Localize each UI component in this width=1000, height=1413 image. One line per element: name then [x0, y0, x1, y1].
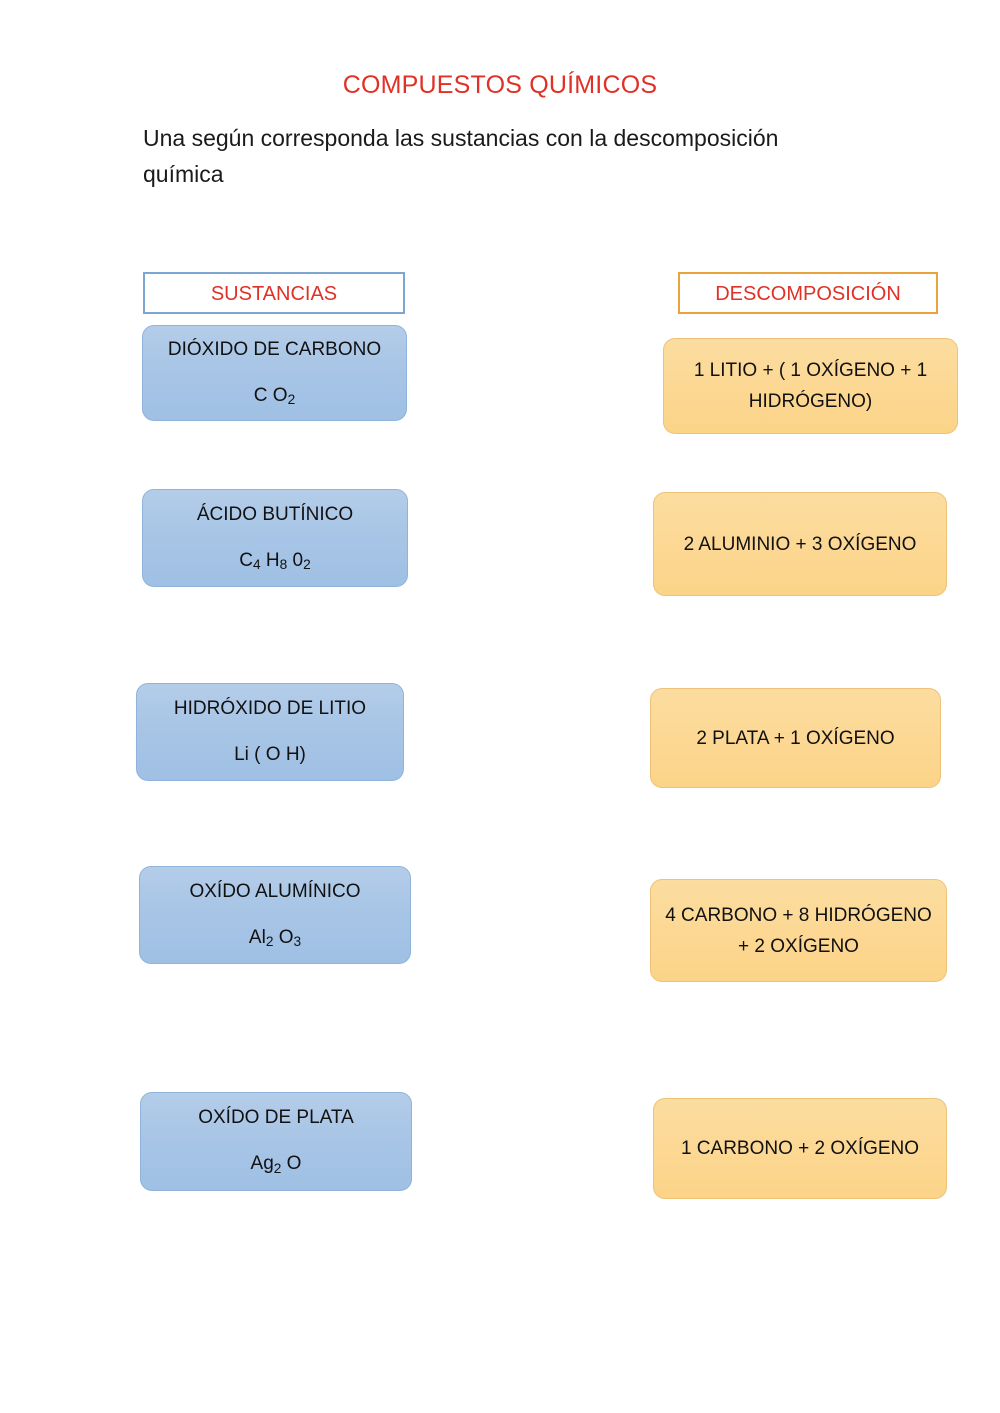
substance-name: DIÓXIDO DE CARBONO [167, 338, 382, 360]
substance-formula: Ag2 O [250, 1153, 302, 1176]
decomposition-text: 1 LITIO + ( 1 OXÍGENO + 1 HIDRÓGENO) [693, 360, 928, 412]
substance-card[interactable]: ÁCIDO BUTÍNICO C4 H8 02 [142, 489, 408, 587]
substance-name: HIDRÓXIDO DE LITIO [173, 698, 367, 719]
decomposition-text: 1 CARBONO + 2 OXÍGENO [680, 1138, 920, 1159]
substance-name: OXÍDO DE PLATA [198, 1107, 354, 1128]
decomposition-card[interactable]: 2 ALUMINIO + 3 OXÍGENO [653, 492, 947, 596]
decomposition-card[interactable]: 1 CARBONO + 2 OXÍGENO [653, 1098, 947, 1199]
substance-formula: C4 H8 02 [239, 549, 311, 573]
instruction-text: Una según corresponda las sustancias con… [143, 125, 779, 187]
column-header-substances: SUSTANCIAS [143, 272, 405, 314]
substance-name: ÁCIDO BUTÍNICO [196, 503, 354, 525]
decomposition-text: 4 CARBONO + 8 HIDRÓGENO + 2 OXÍGENO [665, 904, 932, 957]
substance-card[interactable]: OXÍDO ALUMÍNICO Al2 O3 [139, 866, 411, 964]
substance-card[interactable]: OXÍDO DE PLATA Ag2 O [140, 1092, 412, 1191]
decomposition-card[interactable]: 1 LITIO + ( 1 OXÍGENO + 1 HIDRÓGENO) [663, 338, 958, 434]
decomposition-text: 2 PLATA + 1 OXÍGENO [696, 727, 895, 749]
substance-formula: Al2 O3 [248, 926, 302, 950]
substance-formula: Li ( O H) [234, 744, 306, 765]
decomposition-card[interactable]: 2 PLATA + 1 OXÍGENO [650, 688, 941, 788]
page-title: COMPUESTOS QUÍMICOS [342, 71, 658, 99]
decomposition-text: 2 ALUMINIO + 3 OXÍGENO [683, 533, 917, 555]
column-header-decomposition: DESCOMPOSICIÓN [678, 272, 938, 314]
substance-name: OXÍDO ALUMÍNICO [189, 880, 361, 902]
decomposition-card[interactable]: 4 CARBONO + 8 HIDRÓGENO + 2 OXÍGENO [650, 879, 947, 982]
substance-card[interactable]: DIÓXIDO DE CARBONO C O2 [142, 325, 407, 421]
substance-formula: C O2 [253, 384, 296, 408]
substance-card[interactable]: HIDRÓXIDO DE LITIO Li ( O H) [136, 683, 404, 781]
